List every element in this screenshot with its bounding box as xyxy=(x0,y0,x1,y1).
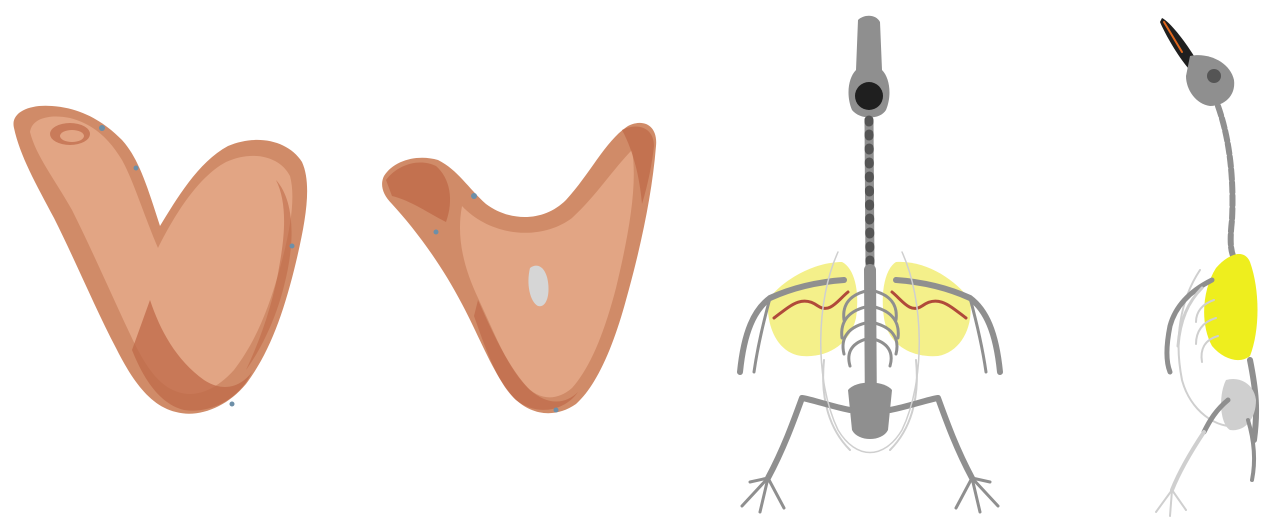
bone-a-speck xyxy=(290,244,295,249)
wing xyxy=(1167,280,1212,372)
leg-left xyxy=(768,398,850,478)
foot-left xyxy=(742,478,784,512)
bone-a-socket-inner xyxy=(60,130,84,142)
muscle-bright xyxy=(1204,254,1257,360)
foot-right xyxy=(956,478,998,512)
bone-posterior-view xyxy=(370,0,670,523)
bone-b-illustration xyxy=(370,0,670,523)
foot xyxy=(1156,490,1186,516)
bone-a-speck xyxy=(230,402,235,407)
pelvis xyxy=(848,383,892,440)
bone-b-speck xyxy=(434,230,439,235)
neck-vertebrae xyxy=(1218,106,1234,258)
bone-b-light-face xyxy=(460,150,634,397)
bird-skeleton-lateral-view xyxy=(1130,0,1265,523)
bone-anterior-view xyxy=(0,0,320,523)
skull-dark-region xyxy=(855,82,883,110)
skeleton-lateral-illustration xyxy=(1130,0,1265,523)
skeleton-dorsal-illustration xyxy=(720,0,1020,523)
bone-a-speck xyxy=(99,125,105,131)
leg-lower xyxy=(1172,432,1204,490)
bone-a-speck xyxy=(134,166,139,171)
bone-a-illustration xyxy=(0,0,320,523)
skull-eye xyxy=(1207,69,1221,83)
leg-right xyxy=(890,398,972,478)
bone-b-speck xyxy=(554,408,559,413)
bone-b-speck xyxy=(471,193,477,199)
bird-skeleton-dorsal-view xyxy=(720,0,1020,523)
